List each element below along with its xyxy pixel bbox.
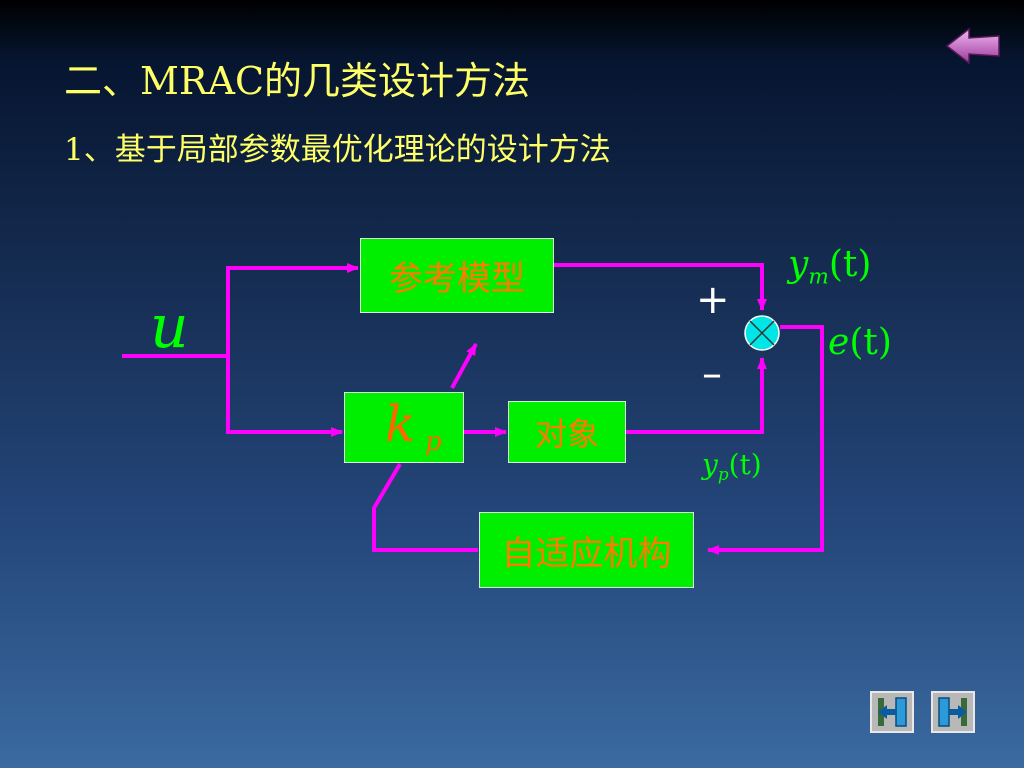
previous-slide-button[interactable]	[870, 691, 914, 733]
adjust-arrow	[450, 343, 478, 389]
adaptive-mechanism-block: 自适应机构	[479, 512, 694, 588]
reference-model-label: 参考模型	[389, 259, 525, 299]
gain-block: k p	[344, 392, 464, 463]
slide-title: 二、MRAC的几类设计方法	[64, 59, 531, 103]
wire-error-to-adaptive	[707, 325, 824, 555]
reference-model-block: 参考模型	[360, 238, 554, 313]
gain-subscript-label: p	[425, 427, 442, 457]
door-exit-right-icon	[938, 697, 967, 727]
wire-to-gain-block	[226, 356, 343, 437]
adaptive-mechanism-label: 自适应机构	[501, 533, 672, 574]
error-signal-label: e(t)	[828, 322, 892, 363]
plant-output-label: yp(t)	[702, 448, 762, 484]
wire-plant-to-summer	[626, 357, 767, 434]
model-output-label: ym(t)	[788, 244, 872, 290]
next-slide-button[interactable]	[931, 691, 975, 733]
wire-ref-to-summer	[554, 263, 767, 311]
summing-junction	[744, 315, 780, 351]
minus-sign: –	[702, 351, 722, 397]
wire-adaptive-to-gain	[372, 462, 478, 552]
plus-sign: +	[696, 277, 730, 323]
plant-label: 对象	[534, 415, 599, 453]
wire-to-reference-model	[226, 263, 359, 356]
door-exit-left-icon	[878, 697, 907, 727]
plant-block: 对象	[508, 401, 626, 463]
gain-k-label: k	[385, 395, 416, 453]
input-signal-label: u	[150, 292, 189, 362]
slide-subtitle: 1、基于局部参数最优化理论的设计方法	[64, 132, 611, 168]
back-arrow-icon[interactable]	[945, 26, 1003, 66]
